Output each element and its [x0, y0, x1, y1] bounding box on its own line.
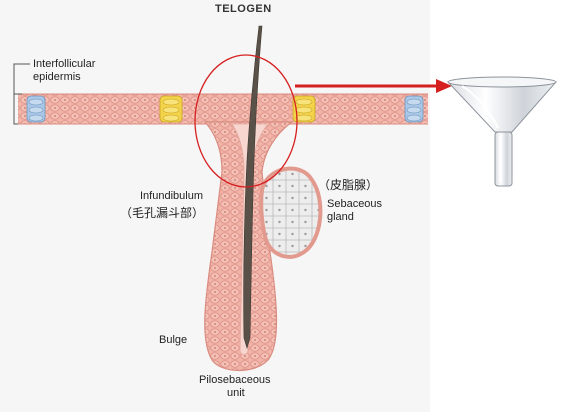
- label-bulge: Bulge: [159, 334, 188, 346]
- sebaceous-gland: [259, 166, 323, 259]
- label-pilosebaceous-line1: Pilosebaceous: [199, 374, 271, 386]
- highlight-ellipse: [194, 54, 298, 188]
- label-sebaceous-line2: gland: [327, 211, 354, 223]
- label-sebaceous-cn: （皮脂腺）: [318, 178, 379, 192]
- label-pilosebaceous-line2: unit: [227, 387, 245, 399]
- yellow-cells: [159, 95, 316, 123]
- label-infundibulum-cn: （毛孔漏斗部）: [120, 206, 205, 220]
- red-arrow-icon: [295, 79, 452, 93]
- diagram-title: TELOGEN: [215, 3, 272, 15]
- blue-cells: [26, 95, 424, 123]
- label-interfollicular-line2: epidermis: [33, 71, 81, 83]
- glass-funnel-icon: [447, 76, 557, 187]
- epidermis-band: [18, 93, 428, 125]
- label-sebaceous-line1: Sebaceous: [327, 198, 383, 210]
- interfollicular-bracket: [13, 63, 30, 125]
- label-interfollicular-line1: Interfollicular: [33, 58, 96, 70]
- label-infundibulum: Infundibulum: [140, 190, 203, 202]
